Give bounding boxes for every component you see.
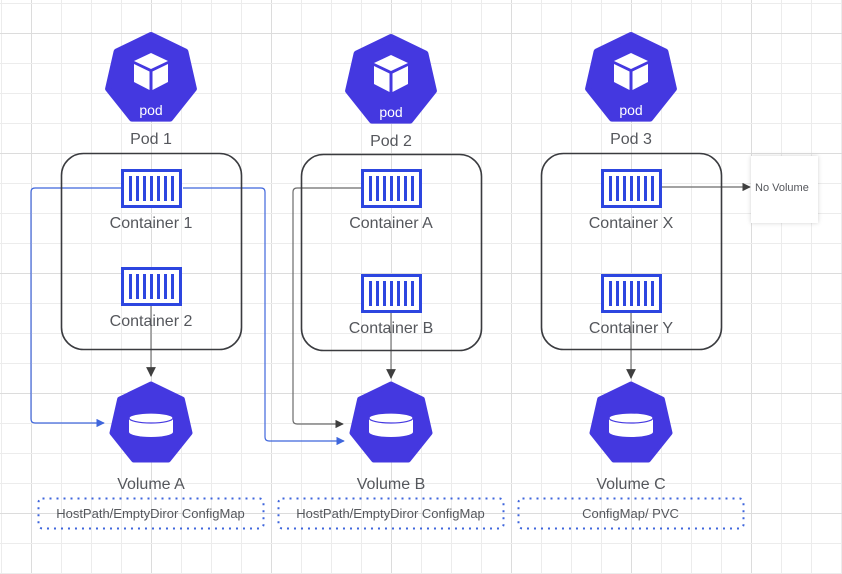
volume-type-text: HostPath/EmptyDiror ConfigMap	[296, 506, 485, 521]
volume-label: Volume B	[357, 476, 425, 493]
volume-type-text: HostPath/EmptyDiror ConfigMap	[56, 506, 245, 521]
volume-type-tag: HostPath/EmptyDiror ConfigMap	[277, 497, 505, 530]
container-node[interactable]: Container 1	[110, 169, 193, 233]
volume-icon[interactable]	[349, 381, 433, 463]
volume-label: Volume A	[117, 476, 185, 493]
container-node[interactable]: Container A	[349, 169, 433, 233]
pod-icon[interactable]: pod	[105, 32, 197, 122]
volume-icon[interactable]	[109, 381, 193, 463]
container-icon[interactable]	[361, 169, 422, 208]
container-icon[interactable]	[361, 274, 422, 313]
pod-frame[interactable]	[540, 152, 723, 351]
pod-label: Pod 2	[370, 133, 412, 150]
connector-container-a-volume-b[interactable]	[292, 187, 361, 429]
container-icon[interactable]	[121, 267, 182, 306]
pod-label: Pod 1	[130, 131, 172, 148]
container-icon[interactable]	[121, 169, 182, 208]
pod-icon[interactable]: pod	[345, 34, 437, 124]
connector-container-1-volume-b[interactable]	[183, 187, 345, 446]
container-label: Container 2	[110, 313, 193, 330]
container-label: Container B	[349, 320, 434, 337]
pod-icon[interactable]: pod	[585, 32, 677, 122]
pod-frame[interactable]	[300, 153, 483, 352]
volume-type-text: ConfigMap/ PVC	[582, 506, 679, 521]
volume-type-tag: HostPath/EmptyDiror ConfigMap	[37, 497, 265, 530]
volume-icon[interactable]	[589, 381, 673, 463]
container-icon[interactable]	[601, 274, 662, 313]
container-node[interactable]: Container B	[349, 274, 434, 338]
container-label: Container 1	[110, 215, 193, 232]
volume-type-tag: ConfigMap/ PVC	[517, 497, 745, 530]
connector-container-1-volume-a[interactable]	[30, 187, 121, 428]
pod-icon-text: pod	[619, 102, 642, 118]
container-label: Container X	[589, 215, 674, 232]
container-label: Container Y	[589, 320, 674, 337]
container-node[interactable]: Container Y	[589, 274, 674, 338]
pod-label: Pod 3	[610, 131, 652, 148]
connectors	[30, 182, 751, 446]
volume-label: Volume C	[596, 476, 665, 493]
no-volume-node[interactable]: No Volume	[751, 156, 818, 223]
pod-icon-text: pod	[139, 102, 162, 118]
container-icon[interactable]	[601, 169, 662, 208]
pod-icon-text: pod	[379, 104, 402, 120]
no-volume-label: No Volume	[755, 182, 809, 194]
container-label: Container A	[349, 215, 433, 232]
container-node[interactable]: Container 2	[110, 267, 193, 331]
container-node[interactable]: Container X	[589, 169, 674, 233]
pod-frame[interactable]	[60, 152, 243, 351]
